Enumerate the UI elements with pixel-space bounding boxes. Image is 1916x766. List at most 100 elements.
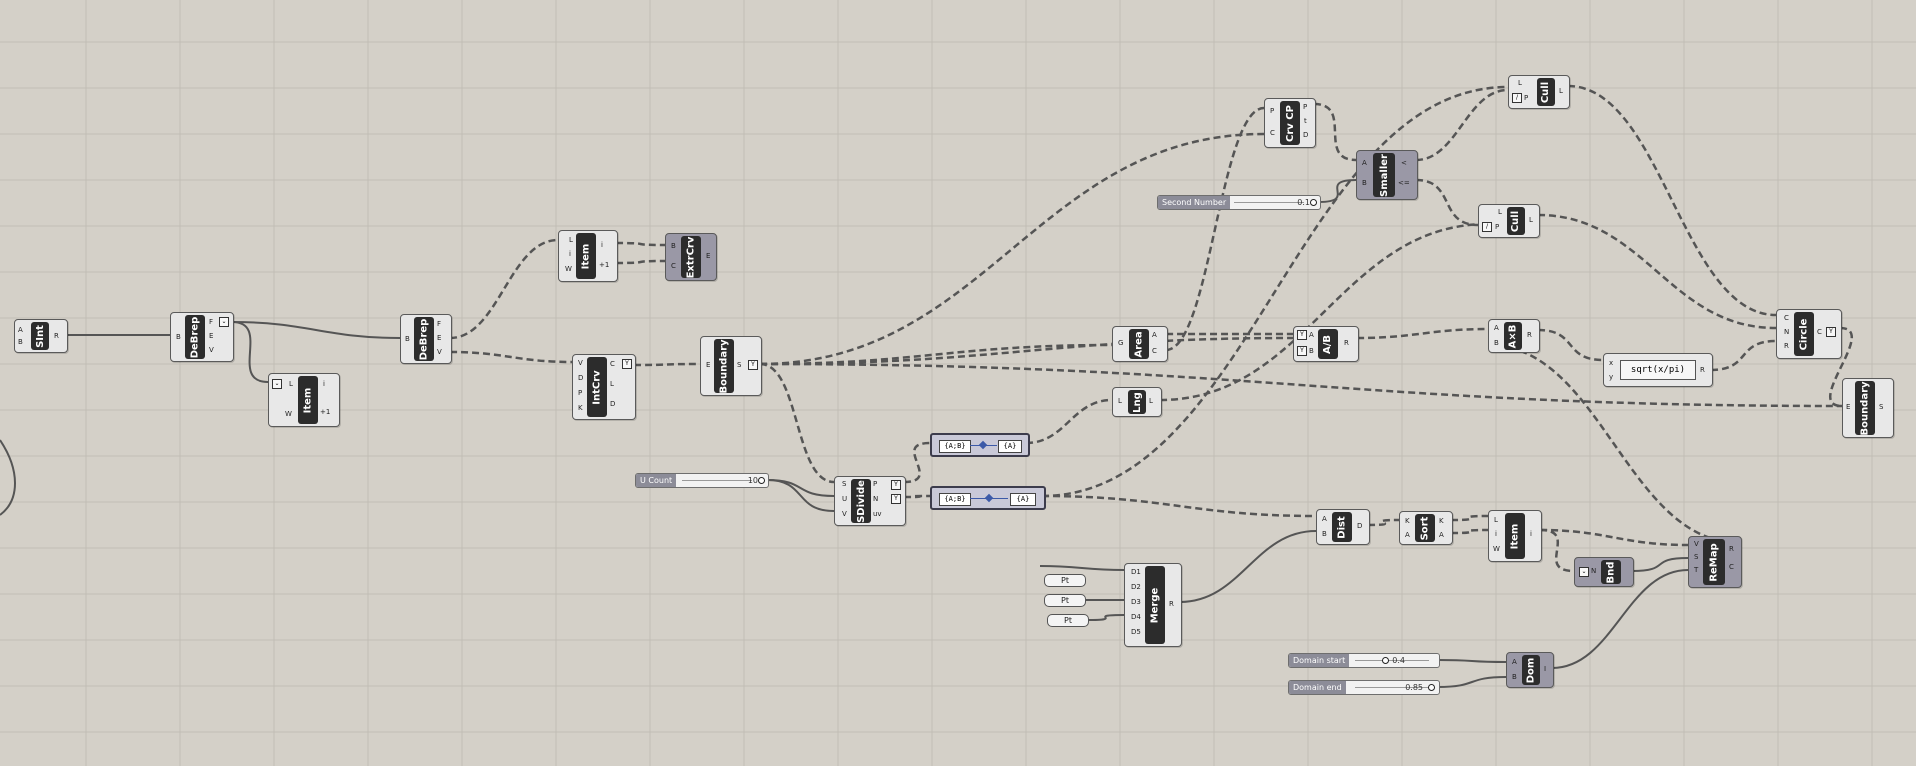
port-plus1: +1 [320, 408, 331, 416]
remap-numbers-component[interactable]: V S T ReMap R C [1688, 536, 1742, 588]
extract-curve-component[interactable]: B C ExtrCrv E [665, 233, 717, 281]
port-v: V [437, 348, 442, 356]
simplify-flag-icon: Y [748, 360, 758, 370]
boundary-surfaces-component[interactable]: E Boundary S Y [700, 336, 762, 396]
list-item-component[interactable]: ⌄ L W Item i +1 [268, 373, 340, 427]
u-count-slider[interactable]: U Count 10 [635, 473, 769, 488]
port-r: R [1700, 366, 1705, 374]
bounds-component[interactable]: ⌄ N Bnd [1574, 557, 1634, 587]
gate-right-box: {A} [998, 440, 1022, 453]
port-p: P [578, 389, 583, 397]
port-p: P [1270, 107, 1275, 115]
point-param[interactable]: Pt [1047, 614, 1089, 627]
component-title: Sort [1415, 514, 1435, 542]
shift-paths-gate-2[interactable]: {A;B} {A} [930, 486, 1046, 510]
port-b: B [1309, 347, 1314, 355]
smaller-than-component[interactable]: A B Smaller < <= [1356, 150, 1418, 200]
expression-label[interactable]: sqrt(x/pi) [1620, 360, 1696, 380]
port-s: S [737, 361, 742, 369]
port-l: L [610, 380, 614, 388]
circle-component[interactable]: C N R Circle C Y [1776, 309, 1842, 359]
gate-right-box: {A} [1010, 493, 1036, 506]
slider-knob-icon[interactable] [758, 477, 765, 484]
component-title: Crv CP [1280, 101, 1300, 145]
port-c: C [1784, 314, 1789, 322]
port-d5: D5 [1131, 628, 1141, 636]
point-param[interactable]: Pt [1044, 574, 1086, 587]
port-a: A [18, 326, 23, 334]
port-k: K [1439, 517, 1444, 525]
port-e: E [209, 332, 214, 340]
divide-surface-component[interactable]: S U V SDivide P N uv Y Y [834, 476, 906, 526]
sort-list-component[interactable]: K A Sort K A [1399, 511, 1453, 545]
port-l: L [1118, 397, 1122, 405]
port-s: S [1694, 553, 1699, 561]
port-l: L [289, 380, 293, 388]
simplify-flag-icon: Y [1826, 327, 1836, 337]
port-d: D [578, 374, 584, 382]
gate-diamond-icon [978, 440, 988, 450]
component-title: DeBrep [414, 317, 434, 361]
component-title: Boundary [1855, 381, 1875, 435]
port-d: D [1357, 522, 1363, 530]
simplify-flag-icon: Y [891, 494, 901, 504]
list-item-component[interactable]: L i W Item i +1 [558, 230, 618, 282]
component-title: Area [1129, 329, 1149, 359]
port-v: V [578, 359, 583, 367]
domain-end-slider[interactable]: Domain end 0.85 [1288, 680, 1440, 695]
cull-pattern-component[interactable]: L / P Cull L [1478, 204, 1540, 238]
interpolate-curve-component[interactable]: V D P K IntCrv C L D Y [572, 354, 636, 420]
point-param[interactable]: Pt [1044, 594, 1086, 607]
gate-diamond-icon [984, 493, 994, 503]
graft-flag-icon: ⌄ [219, 317, 229, 327]
port-a: A [1309, 331, 1314, 339]
construct-domain-component[interactable]: A B Dom I [1506, 652, 1554, 688]
port-b: B [1322, 530, 1327, 538]
division-component[interactable]: Y A Y B A/B R [1293, 326, 1359, 362]
port-l: L [1149, 397, 1153, 405]
length-component[interactable]: L Lng L [1112, 387, 1162, 417]
component-title: Merge [1145, 566, 1165, 644]
port-l: L [1498, 208, 1502, 216]
port-i: i [1495, 530, 1497, 538]
port-d3: D3 [1131, 598, 1141, 606]
port-l: L [1518, 79, 1522, 87]
second-number-slider[interactable]: Second Number 0.1 [1157, 195, 1321, 210]
flag-icon: Y [1297, 346, 1307, 356]
port-d: D [1303, 131, 1309, 139]
slider-track [682, 480, 752, 481]
merge-component[interactable]: D1 D2 D3 D4 D5 Merge R [1124, 563, 1182, 647]
port-n: N [1784, 328, 1790, 336]
port-d2: D2 [1131, 583, 1141, 591]
port-e: E [1846, 403, 1851, 411]
shift-paths-gate-1[interactable]: {A;B} {A} [930, 433, 1030, 457]
list-item-component[interactable]: L i W Item i [1488, 510, 1542, 562]
multiplication-component[interactable]: A B A×B R [1488, 319, 1540, 353]
component-title: Dist [1332, 512, 1352, 542]
slider-knob-icon[interactable] [1310, 199, 1317, 206]
domain-start-slider[interactable]: Domain start 0.4 [1288, 653, 1440, 668]
port-f: F [437, 320, 442, 328]
gate-left-box: {A;B} [939, 493, 971, 506]
srf-intersection-component[interactable]: A B SInt R [14, 319, 68, 353]
cull-pattern-component[interactable]: L / P Cull L [1508, 75, 1570, 109]
port-le: <= [1398, 179, 1410, 187]
expression-component[interactable]: x y sqrt(x/pi) R [1603, 353, 1713, 387]
component-title: Boundary [714, 339, 734, 393]
component-title: DeBrep [185, 315, 205, 359]
slider-knob-icon[interactable] [1382, 657, 1389, 664]
curve-closest-point-component[interactable]: P C Crv CP P t D [1264, 98, 1316, 148]
port-a: A [1322, 515, 1327, 523]
area-component[interactable]: G Area A C [1112, 326, 1168, 362]
deconstruct-brep-component[interactable]: B DeBrep F E V [400, 314, 452, 364]
port-a: A [1494, 324, 1499, 332]
port-u: U [842, 495, 848, 503]
deconstruct-brep-component[interactable]: B DeBrep F E V ⌄ [170, 312, 234, 362]
distance-component[interactable]: A B Dist D [1316, 509, 1370, 545]
flatten-flag-icon: ⌄ [272, 379, 282, 389]
boundary-surfaces-component[interactable]: E Boundary S [1842, 378, 1894, 438]
port-a: A [1362, 159, 1367, 167]
component-title: Bnd [1601, 560, 1621, 584]
slider-knob-icon[interactable] [1428, 684, 1435, 691]
